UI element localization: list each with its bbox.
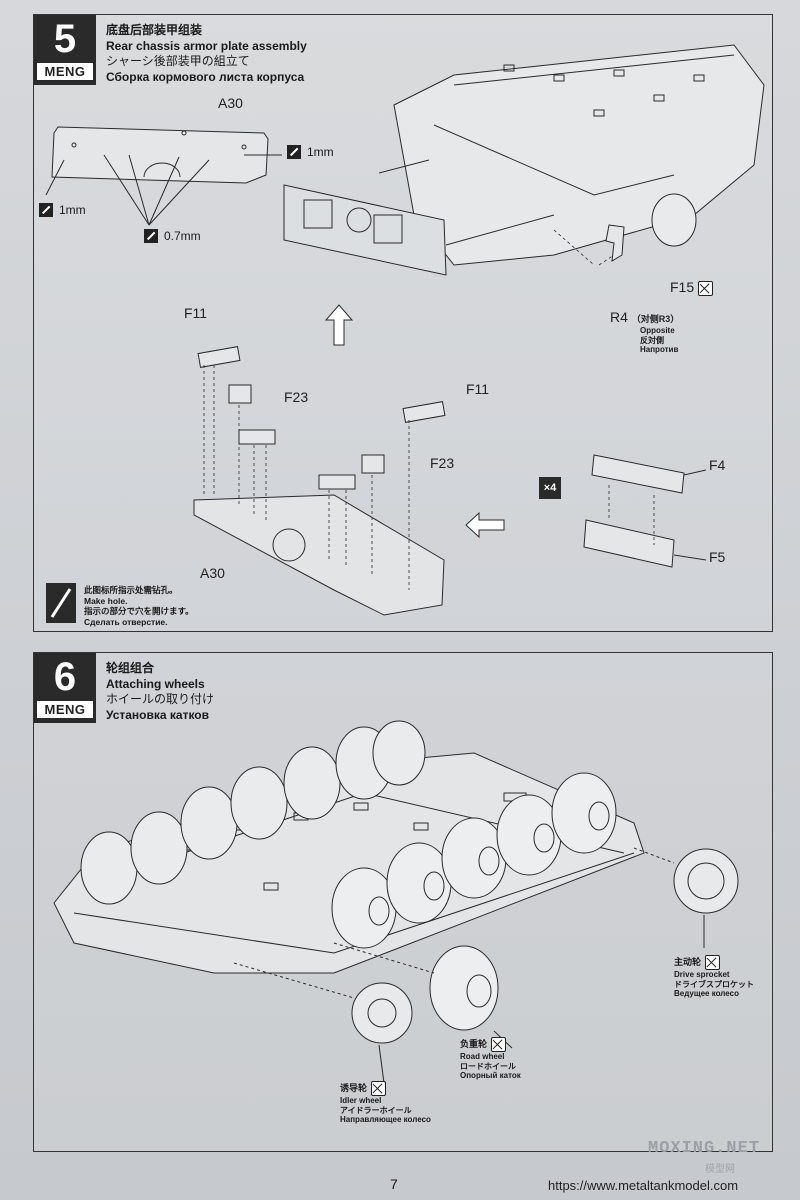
idler-jp: アイドラーホイール	[340, 1105, 412, 1115]
drive-sprocket-label: 主动轮 Drive sprocket ドライブスプロケット Ведущее ко…	[674, 955, 754, 999]
source-url: https://www.metaltankmodel.com	[548, 1178, 739, 1193]
label-f5: F5	[709, 549, 726, 565]
drive-cn: 主动轮	[674, 956, 702, 967]
road-cn: 负重轮	[460, 1038, 488, 1049]
drill-text-cn: 此图标所指示处需钻孔。	[84, 585, 178, 595]
idler-en: Idler wheel	[340, 1096, 382, 1105]
step-5-titles: 底盘后部装甲组装 Rear chassis armor plate assemb…	[106, 23, 307, 85]
label-a30-top: A30	[218, 95, 243, 111]
label-f11-left: F11	[184, 305, 208, 321]
step-6-badge: 6 MENG	[34, 653, 96, 723]
drill-instructions: 此图标所指示处需钻孔。 Make hole. 指示の部分で穴を開けます。 Сде…	[84, 585, 194, 627]
meng-logo: MENG	[37, 63, 93, 80]
r4-opposite-notes: Opposite 反対側 Напротив	[640, 326, 678, 355]
step-6-panel: 6 MENG 轮组组合 Attaching wheels ホイールの取り付け У…	[33, 652, 773, 1152]
road-ru: Опорный каток	[460, 1071, 521, 1080]
road-wheel-label: 负重轮 Road wheel ロードホイール Опорный каток	[460, 1037, 521, 1081]
r4-opposite-ru: Напротив	[640, 345, 679, 354]
quantity-badge-x4: ×4	[539, 477, 561, 499]
label-a30-bottom: A30	[200, 565, 225, 581]
page-number: 7	[390, 1176, 398, 1192]
cement-icon	[705, 955, 721, 970]
road-en: Road wheel	[460, 1052, 505, 1061]
r4-opposite-jp: 反対側	[640, 335, 664, 345]
size-label: 1mm	[59, 203, 86, 217]
step-5-title-ru: Сборка кормового листа корпуса	[106, 69, 305, 84]
step-6-title-en: Attaching wheels	[106, 676, 205, 691]
cement-icon	[371, 1081, 387, 1096]
drive-en: Drive sprocket	[674, 970, 730, 979]
step-5-title-jp: シャーシ後部装甲の組立て	[106, 54, 250, 68]
label-f23-right: F23	[430, 455, 455, 471]
step-6-title-jp: ホイールの取り付け	[106, 692, 215, 706]
drill-text-en: Make hole.	[84, 595, 128, 606]
label-r4: R4 （对侧R3）	[610, 309, 679, 325]
r4-text: R4	[610, 309, 628, 325]
step-6-title-ru: Установка катков	[106, 707, 210, 722]
cement-icon	[491, 1037, 507, 1052]
size-label: 0.7mm	[164, 229, 201, 243]
step-5-panel: 5 MENG 底盘后部装甲组装 Rear chassis armor plate…	[33, 14, 773, 632]
step-6-title-cn: 轮组组合	[106, 661, 155, 675]
label-f4: F4	[709, 457, 726, 473]
drill-size-1mm-top: 1mm	[287, 145, 334, 159]
watermark-sub: 模型网	[705, 1164, 735, 1175]
size-label: 1mm	[307, 145, 334, 159]
drill-hole-icon	[46, 583, 76, 623]
cement-icon	[698, 280, 714, 296]
r4-opposite-en: Opposite	[640, 326, 675, 335]
step-5-badge: 5 MENG	[34, 15, 96, 85]
f15-text: F15	[670, 279, 695, 295]
drill-icon	[144, 229, 158, 243]
idler-cn: 诱导轮	[340, 1082, 368, 1093]
drive-jp: ドライブスプロケット	[674, 979, 754, 989]
step-5-drawing	[45, 44, 765, 616]
label-f15: F15	[670, 279, 714, 296]
step-6-titles: 轮组组合 Attaching wheels ホイールの取り付け Установк…	[106, 661, 214, 723]
road-jp: ロードホイール	[460, 1061, 516, 1071]
step-5-number: 5	[53, 17, 77, 61]
step-6-drawing	[53, 720, 739, 1084]
drill-text-ru: Сделать отверстие.	[84, 616, 168, 627]
drill-icon	[287, 145, 301, 159]
meng-logo: MENG	[37, 701, 93, 718]
label-f11-right: F11	[466, 381, 490, 397]
drive-ru: Ведущее колесо	[674, 989, 739, 998]
idler-ru: Направляющее колесо	[340, 1115, 431, 1124]
step-5-title-en: Rear chassis armor plate assembly	[106, 38, 307, 53]
drill-text-jp: 指示の部分で穴を開けます。	[84, 606, 194, 616]
r4-opposite-cn: （对侧R3）	[631, 314, 680, 324]
watermark-logo: MOXING.NET	[648, 1139, 761, 1158]
drill-size-1mm-left: 1mm	[39, 203, 86, 217]
drill-size-07mm: 0.7mm	[144, 229, 201, 243]
drill-icon	[39, 203, 53, 217]
step-6-number: 6	[53, 655, 77, 699]
label-f23-left: F23	[284, 389, 309, 405]
step-5-title-cn: 底盘后部装甲组装	[106, 23, 203, 37]
idler-wheel-label: 诱导轮 Idler wheel アイドラーホイール Направляющее к…	[340, 1081, 431, 1125]
